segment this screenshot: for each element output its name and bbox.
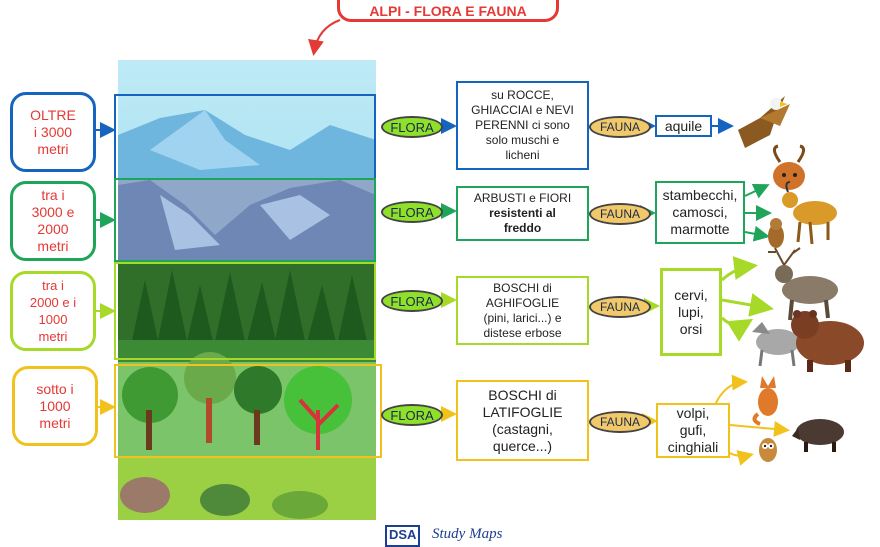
fauna-label-4: FAUNA: [589, 411, 651, 433]
fauna-label-3: FAUNA: [589, 296, 651, 318]
band-high: [114, 94, 376, 180]
fauna-box-2: stambecchi,camosci,marmotte: [655, 181, 745, 244]
footer-text: Study Maps: [432, 526, 503, 542]
flora-label-2: FLORA: [381, 201, 443, 223]
boar-icon: [792, 419, 844, 452]
flora-label-3: FLORA: [381, 290, 443, 312]
fauna-label-2: FAUNA: [589, 203, 651, 225]
bear-icon: [791, 310, 864, 372]
eagle-icon: [738, 96, 790, 148]
fox-icon: [752, 376, 778, 426]
fauna-box-4: volpi,gufi,cinghiali: [656, 403, 730, 458]
fauna-box-1: aquile: [655, 115, 712, 137]
fauna-label-1: FAUNA: [589, 116, 651, 138]
flora-label-1: FLORA: [381, 116, 443, 138]
title-arrow: [308, 19, 341, 56]
marmot-icon: [768, 218, 784, 248]
chamois-icon: [782, 181, 837, 245]
footer-logo: DSA: [385, 525, 421, 547]
deer-icon: [768, 247, 838, 321]
band-conifer: [114, 262, 376, 360]
flora-label-4: FLORA: [381, 404, 443, 426]
band-broadleaf: [114, 364, 382, 458]
band-mid: [114, 178, 376, 262]
owl-icon: [759, 438, 777, 462]
page-title: ALPI - FLORA E FAUNA: [337, 0, 559, 22]
ibex-icon: [773, 144, 805, 190]
wolf-icon: [752, 322, 800, 367]
fauna-box-3: cervi,lupi,orsi: [660, 268, 722, 356]
alpine-landscape-illustration: [118, 60, 376, 520]
